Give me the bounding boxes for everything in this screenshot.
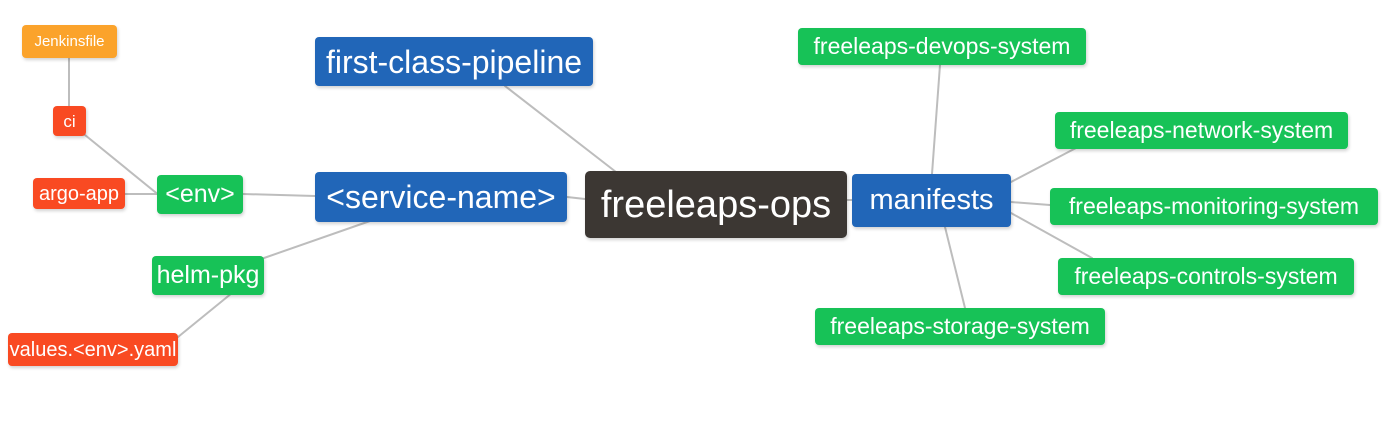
node-freeleaps-network-system-label: freeleaps-network-system [1069,117,1334,143]
node-freeleaps-devops-system[interactable]: freeleaps-devops-system [798,28,1086,65]
node-freeleaps-storage-system[interactable]: freeleaps-storage-system [815,308,1105,345]
node-env-label: <env> [165,180,235,208]
edge-manifests-monitoring [1010,201,1051,206]
edge-firstclasspipeline-root [504,85,617,173]
node-freeleaps-storage-system-label: freeleaps-storage-system [830,313,1090,339]
node-manifests-label: manifests [869,184,994,216]
node-freeleaps-controls-system-label: freeleaps-controls-system [1074,263,1338,289]
node-service-name-label: <service-name> [326,179,556,215]
edge-helmpkg-servicename [263,220,371,259]
edge-manifests-storage [944,226,966,309]
node-root-label: freeleaps-ops [600,183,832,226]
node-freeleaps-controls-system[interactable]: freeleaps-controls-system [1058,258,1354,295]
node-first-class-pipeline-label: first-class-pipeline [325,43,583,80]
node-manifests[interactable]: manifests [852,174,1011,227]
node-service-name[interactable]: <service-name> [315,172,567,222]
node-jenkinsfile[interactable]: Jenkinsfile [22,25,117,58]
node-values-yaml-label: values.<env>.yaml [9,338,177,361]
edge-manifests-devops [931,64,941,175]
node-freeleaps-network-system[interactable]: freeleaps-network-system [1055,112,1348,149]
node-ci[interactable]: ci [53,106,86,136]
edge-servicename-root [566,196,586,200]
node-helm-pkg[interactable]: helm-pkg [152,256,264,295]
edge-valuesyaml-helmpkg [177,292,233,338]
edge-manifests-network [1010,147,1077,183]
node-jenkinsfile-label: Jenkinsfile [34,33,105,50]
node-root-freeleaps-ops[interactable]: freeleaps-ops [585,171,847,238]
node-argo-app-label: argo-app [38,182,120,205]
node-helm-pkg-label: helm-pkg [156,261,260,289]
node-freeleaps-monitoring-system[interactable]: freeleaps-monitoring-system [1050,188,1378,225]
node-freeleaps-monitoring-system-label: freeleaps-monitoring-system [1068,193,1360,219]
node-first-class-pipeline[interactable]: first-class-pipeline [315,37,593,86]
node-ci-label: ci [63,111,76,131]
node-freeleaps-devops-system-label: freeleaps-devops-system [813,33,1071,59]
edge-env-servicename [242,193,316,197]
node-argo-app[interactable]: argo-app [33,178,125,209]
node-values-yaml[interactable]: values.<env>.yaml [8,333,178,366]
node-env[interactable]: <env> [157,175,243,214]
